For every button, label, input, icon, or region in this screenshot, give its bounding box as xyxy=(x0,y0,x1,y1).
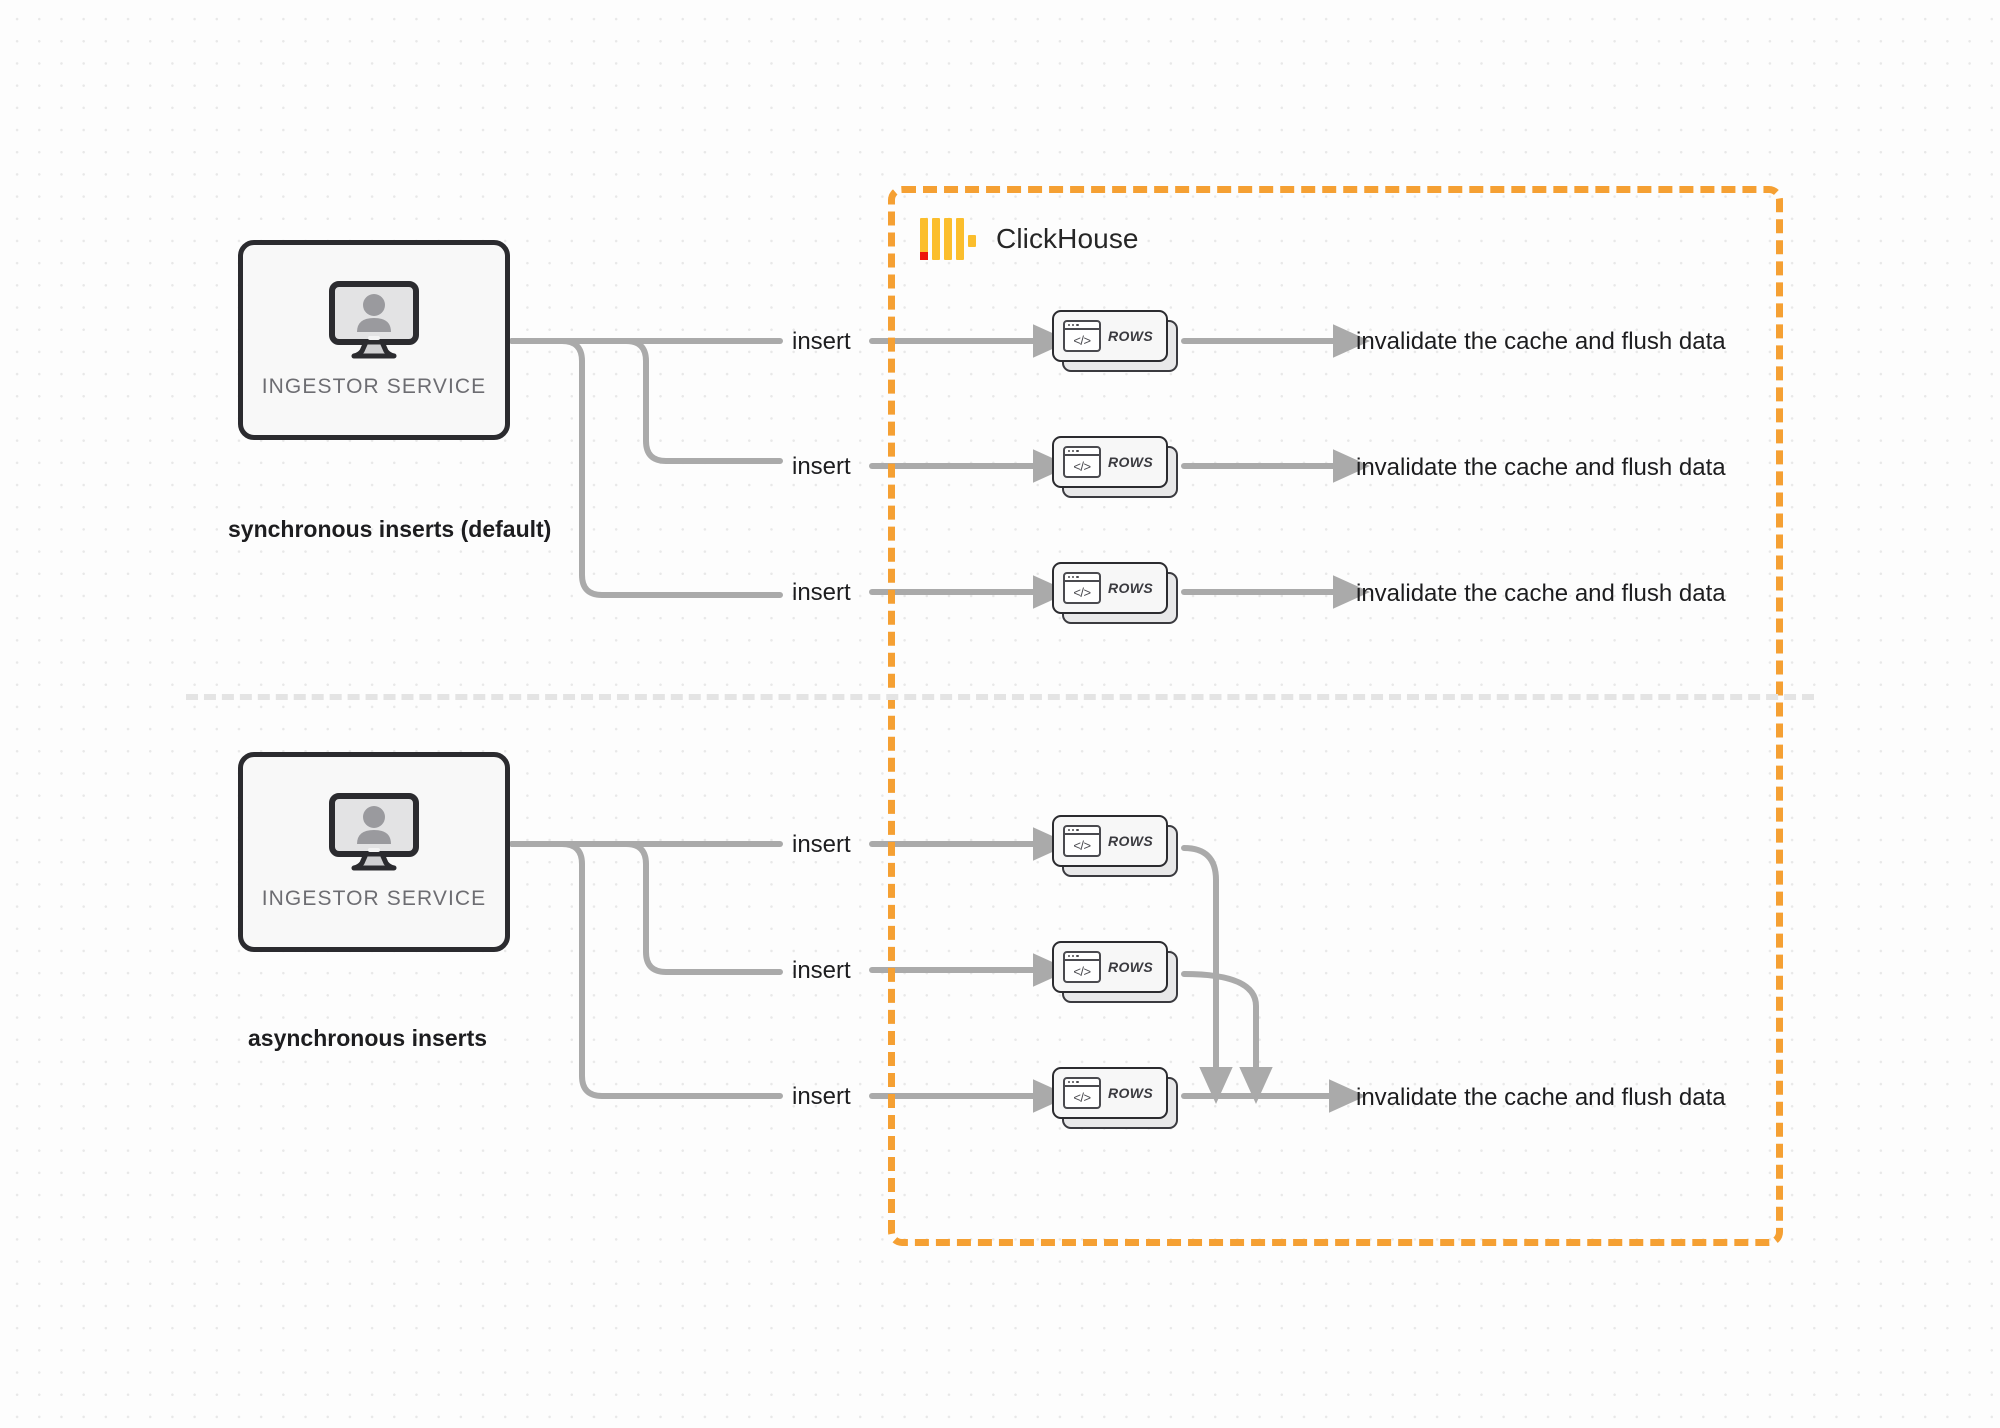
async-merge-line-1 xyxy=(1181,845,1233,1104)
clickhouse-brand: ClickHouse xyxy=(920,218,1139,260)
insert-label-sync-3: insert xyxy=(792,579,851,606)
rows-card-async-1[interactable]: </> ROWS xyxy=(1052,815,1178,877)
rows-label: ROWS xyxy=(1108,833,1154,849)
insert-label-sync-1: insert xyxy=(792,328,851,355)
insert-label-async-1: insert xyxy=(792,831,851,858)
async-merge-line-2 xyxy=(1181,971,1273,1104)
ingestor-service-async[interactable]: INGESTOR SERVICE xyxy=(238,752,510,952)
result-label-sync-2: invalidate the cache and flush data xyxy=(1356,454,1726,481)
rows-label: ROWS xyxy=(1108,959,1154,975)
rows-card-sync-2[interactable]: </> ROWS xyxy=(1052,436,1178,498)
ingestor-service-sync[interactable]: INGESTOR SERVICE xyxy=(238,240,510,440)
rows-card-front: </> ROWS xyxy=(1052,815,1168,867)
code-window-icon: </> xyxy=(1063,1077,1101,1109)
section-caption-asynchronous: asynchronous inserts xyxy=(248,1025,488,1051)
rows-card-sync-1[interactable]: </> ROWS xyxy=(1052,310,1178,372)
code-window-icon: </> xyxy=(1063,951,1101,983)
rows-card-async-3[interactable]: </> ROWS xyxy=(1052,1067,1178,1129)
section-caption-synchronous: synchronous inserts (default) xyxy=(228,516,552,542)
rows-label: ROWS xyxy=(1108,454,1154,470)
clickhouse-logo-icon xyxy=(920,218,976,260)
result-label-sync-3: invalidate the cache and flush data xyxy=(1356,580,1726,607)
result-label-async-merged: invalidate the cache and flush data xyxy=(1356,1084,1726,1111)
ingestor-service-label: INGESTOR SERVICE xyxy=(261,375,487,398)
async-branch-3 xyxy=(509,841,783,1099)
code-window-icon: </> xyxy=(1063,572,1101,604)
clickhouse-wordmark: ClickHouse xyxy=(996,223,1139,254)
section-divider xyxy=(186,694,1814,700)
insert-label-sync-2: insert xyxy=(792,453,851,480)
rows-card-async-2[interactable]: </> ROWS xyxy=(1052,941,1178,1003)
code-window-icon: </> xyxy=(1063,320,1101,352)
monitor-user-icon xyxy=(328,281,420,361)
insert-label-async-3: insert xyxy=(792,1083,851,1110)
sync-branch-2 xyxy=(509,338,783,464)
async-branch-2 xyxy=(509,841,783,975)
code-window-icon: </> xyxy=(1063,446,1101,478)
rows-card-front: </> ROWS xyxy=(1052,941,1168,993)
ingestor-service-label: INGESTOR SERVICE xyxy=(261,887,487,910)
rows-card-sync-3[interactable]: </> ROWS xyxy=(1052,562,1178,624)
rows-label: ROWS xyxy=(1108,580,1154,596)
insert-label-async-2: insert xyxy=(792,957,851,984)
code-window-icon: </> xyxy=(1063,825,1101,857)
rows-card-front: </> ROWS xyxy=(1052,1067,1168,1119)
rows-card-front: </> ROWS xyxy=(1052,436,1168,488)
monitor-user-icon xyxy=(328,793,420,873)
rows-card-front: </> ROWS xyxy=(1052,310,1168,362)
rows-card-front: </> ROWS xyxy=(1052,562,1168,614)
rows-label: ROWS xyxy=(1108,328,1154,344)
result-label-sync-1: invalidate the cache and flush data xyxy=(1356,328,1726,355)
rows-label: ROWS xyxy=(1108,1085,1154,1101)
sync-branch-3 xyxy=(509,338,783,598)
